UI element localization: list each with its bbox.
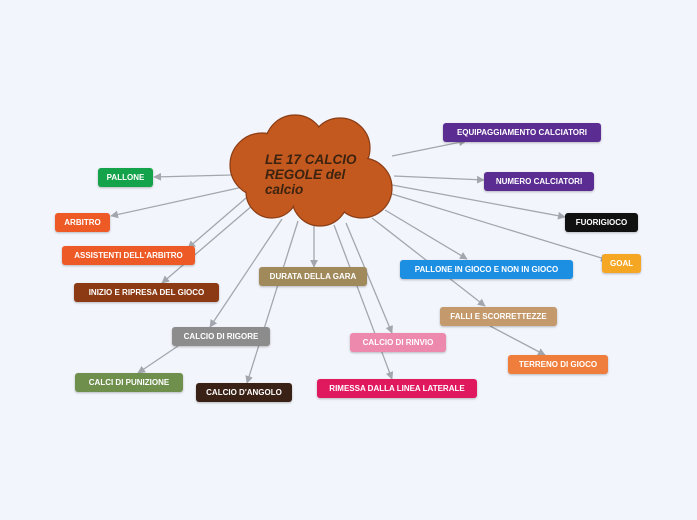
central-topic-title[interactable]: LE 17 CALCIO REGOLE del calcio [265,152,357,197]
topic-assistenti-arbitro[interactable]: ASSISTENTI DELL'ARBITRO [62,246,195,265]
connector-line [333,224,394,380]
connector-line [393,175,485,184]
topic-calcio-di-rigore[interactable]: CALCIO DI RIGORE [172,327,270,346]
connector-line [187,197,247,249]
topic-falli-e-scorrettezze[interactable]: FALLI E SCORRETTEZZE [440,307,557,326]
connector-line [391,193,609,262]
connector-line [391,138,467,157]
topic-arbitro[interactable]: ARBITRO [55,213,110,232]
connector-line [384,209,468,260]
topic-calci-di-punizione[interactable]: CALCI DI PUNIZIONE [75,373,183,392]
connector-line [137,345,179,374]
topic-durata-della-gara[interactable]: DURATA DELLA GARA [259,267,367,286]
topic-calcio-di-rinvio[interactable]: CALCIO DI RINVIO [350,333,446,352]
topic-pallone-in-gioco[interactable]: PALLONE IN GIOCO E NON IN GIOCO [400,260,573,279]
topic-terreno-di-gioco[interactable]: TERRENO DI GIOCO [508,355,608,374]
topic-numero-calciatori[interactable]: NUMERO CALCIATORI [484,172,594,191]
connector-line [161,204,254,284]
connector-line [209,218,283,328]
topic-pallone[interactable]: PALLONE [98,168,153,187]
connector-line [110,186,244,219]
connector-line [345,222,393,334]
topic-goal[interactable]: GOAL [602,254,641,273]
central-cloud[interactable] [229,114,393,227]
connector-line [153,172,233,181]
connector-line [245,220,299,384]
connector-line [489,325,546,356]
connector-line [391,184,566,220]
topic-rimessa-linea-laterale[interactable]: RIMESSA DALLA LINEA LATERALE [317,379,477,398]
topic-fuorigioco[interactable]: FUORIGIOCO [565,213,638,232]
topic-calcio-d-angolo[interactable]: CALCIO D'ANGOLO [196,383,292,402]
topic-inizio-e-ripresa[interactable]: INIZIO E RIPRESA DEL GIOCO [74,283,219,302]
topic-equipaggiamento-calciatori[interactable]: EQUIPAGGIAMENTO CALCIATORI [443,123,601,142]
